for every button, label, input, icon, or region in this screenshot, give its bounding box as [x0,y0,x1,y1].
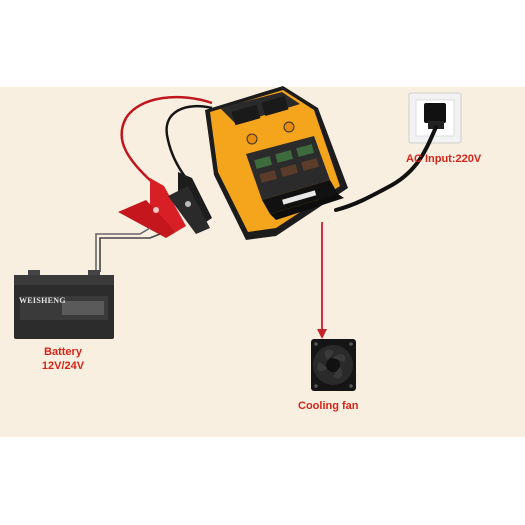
battery [14,270,114,339]
black-clamp [168,172,212,234]
cooling-fan-label: Cooling fan [298,400,359,412]
battery-wire-2 [99,233,161,272]
battery-label-name: Battery [44,346,82,358]
ac-input-label: AC Input:220V [406,153,482,165]
battery-label-voltage: 12V/24V [41,360,85,372]
red-clamp-cable [120,95,213,183]
cooling-fan [311,339,356,391]
battery-charger [205,86,348,240]
battery-label: Battery 12V/24V [28,345,98,373]
fan-arrow [317,222,327,339]
wall-socket [408,92,462,144]
red-clamp [118,178,186,238]
ac-power-cord [334,125,438,212]
black-clamp-cable [165,104,213,179]
battery-wire [95,227,151,272]
battery-brand: WEISHENG [19,296,66,305]
